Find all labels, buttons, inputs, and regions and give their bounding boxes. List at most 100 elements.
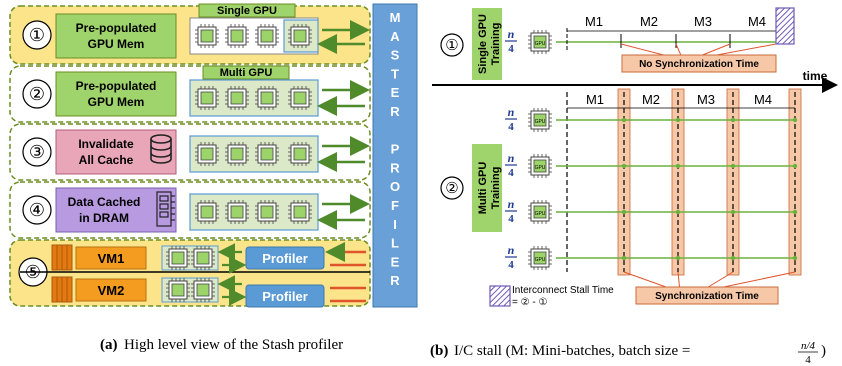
b2-m4: M4 — [754, 92, 772, 107]
sync-point — [792, 209, 798, 215]
row-2-label-line1: Pre-populated — [76, 79, 157, 93]
row-4-label-box — [55, 187, 177, 233]
sync-point — [621, 117, 627, 123]
master-profiler-letter: O — [390, 179, 400, 194]
b2-m3: M3 — [697, 92, 715, 107]
row-3-label-line1: Invalidate — [78, 137, 134, 151]
vm2-box — [75, 278, 147, 302]
master-profiler-letter: R — [390, 160, 400, 175]
sync-point — [675, 255, 681, 261]
vm2-label: VM2 — [98, 283, 125, 298]
interconnect-stall-block — [775, 7, 795, 45]
vm1-label: VM1 — [98, 251, 125, 266]
sync-point — [621, 163, 627, 169]
sync-time-label: Synchronization Time — [655, 291, 759, 302]
gpu-chip-icon — [165, 245, 191, 271]
gpu-chip-icon — [194, 199, 220, 225]
caption-b-close: ) — [821, 343, 826, 359]
gpu-chip-icon — [287, 141, 313, 167]
sync-time-box — [635, 286, 779, 305]
single-gpu-header — [198, 3, 296, 18]
multi-gpu-header — [202, 65, 290, 80]
sync-point — [675, 163, 681, 169]
sync-point — [675, 209, 681, 215]
no-sync-label: No Synchronization Time — [639, 59, 759, 70]
b-number-1-circle — [440, 33, 464, 57]
sync-point — [621, 209, 627, 215]
b2-m1: M1 — [586, 92, 604, 107]
multi-gpu-training-label-box — [472, 144, 502, 232]
gpu-chip-icon — [194, 85, 220, 111]
vm2-profiler-box — [245, 284, 325, 308]
row-2: ② Pre-populated GPU Mem Multi GPU — [9, 65, 371, 123]
master-profiler-letter: T — [391, 66, 399, 81]
b-number-1: ① — [445, 37, 458, 54]
sync-point — [730, 117, 736, 123]
row-3-label-line2: All Cache — [79, 153, 134, 167]
row-4-number: ④ — [29, 200, 45, 220]
gpu-fraction-den: 4 — [508, 213, 514, 225]
b1-fraction-den: 4 — [508, 43, 514, 55]
gpu-chip-icon — [287, 23, 313, 49]
row-1-label-line1: Pre-populated — [76, 21, 157, 35]
row-1-number: ① — [29, 25, 45, 45]
master-profiler-letter: R — [390, 273, 400, 288]
gpu-chip-icon — [194, 23, 220, 49]
cloud-vm-icon — [51, 276, 73, 303]
row-5: ⑤ VM1 VM2 Pro — [9, 239, 371, 308]
multi-gpu-training-line1: Multi GPU — [477, 162, 489, 215]
database-icon — [150, 134, 172, 164]
b-number-2: ② — [445, 180, 458, 197]
row-2-number-circle — [22, 79, 52, 109]
b1-fraction-num: n — [508, 27, 515, 41]
stall-legend-line1: Interconnect Stall Time — [512, 285, 614, 296]
b2-m2: M2 — [642, 92, 660, 107]
stall-legend-line2: = ② - ① — [512, 297, 547, 308]
row-3-label-box — [55, 129, 177, 175]
active-gpu-highlight — [283, 19, 319, 53]
gpu-chip-text: GPU — [535, 211, 546, 217]
gpu-chip-icon — [287, 199, 313, 225]
gpu-chip-icon — [254, 23, 280, 49]
no-sync-box — [621, 54, 777, 73]
sync-point — [730, 209, 736, 215]
master-profiler-letter: R — [390, 104, 400, 119]
cloud-vm-icon — [51, 244, 73, 271]
row-3-number: ③ — [29, 142, 45, 162]
single-gpu-training-line2: Training — [490, 23, 502, 66]
gpu-chip-icon — [224, 85, 250, 111]
gpu-chip-text: GPU — [535, 165, 546, 171]
gpu-chip-icon — [254, 141, 280, 167]
multi-gpu-header-text: Multi GPU — [220, 67, 273, 79]
caption-b-frac-den: 4 — [805, 354, 811, 366]
master-profiler-letter: L — [391, 236, 399, 251]
gpu-fraction-num: n — [508, 243, 515, 257]
sync-point — [730, 255, 736, 261]
b1-m1: M1 — [585, 14, 603, 29]
master-profiler-bar — [372, 3, 418, 308]
row-2-number: ② — [29, 84, 45, 104]
caption-b-frac-num: n/4 — [801, 340, 816, 352]
gpu-chip-icon — [165, 277, 191, 303]
gpu-fraction-den: 4 — [508, 259, 514, 271]
master-profiler-letter: F — [391, 198, 399, 213]
gpu-chip-icon — [254, 199, 280, 225]
single-gpu-header-text: Single GPU — [217, 5, 277, 17]
row-4-label-line1: Data Cached — [68, 195, 141, 209]
master-profiler-letter: I — [393, 217, 397, 232]
b-number-2-circle — [440, 176, 464, 200]
ram-chip-icon — [156, 191, 175, 227]
row-1-label-box — [55, 13, 177, 59]
single-gpu-training-label-box — [472, 8, 502, 80]
vm1-box — [75, 246, 147, 270]
row-4: ④ Data Cached in DRAM — [9, 181, 371, 239]
gpu-fraction-den: 4 — [508, 121, 514, 133]
b1-m3: M3 — [694, 14, 712, 29]
master-profiler-letter: P — [391, 142, 400, 157]
b1-m2: M2 — [640, 14, 658, 29]
sync-point — [792, 117, 798, 123]
single-gpu-training-line1: Single GPU — [477, 14, 489, 74]
multi-gpu-training-line2: Training — [490, 167, 502, 210]
